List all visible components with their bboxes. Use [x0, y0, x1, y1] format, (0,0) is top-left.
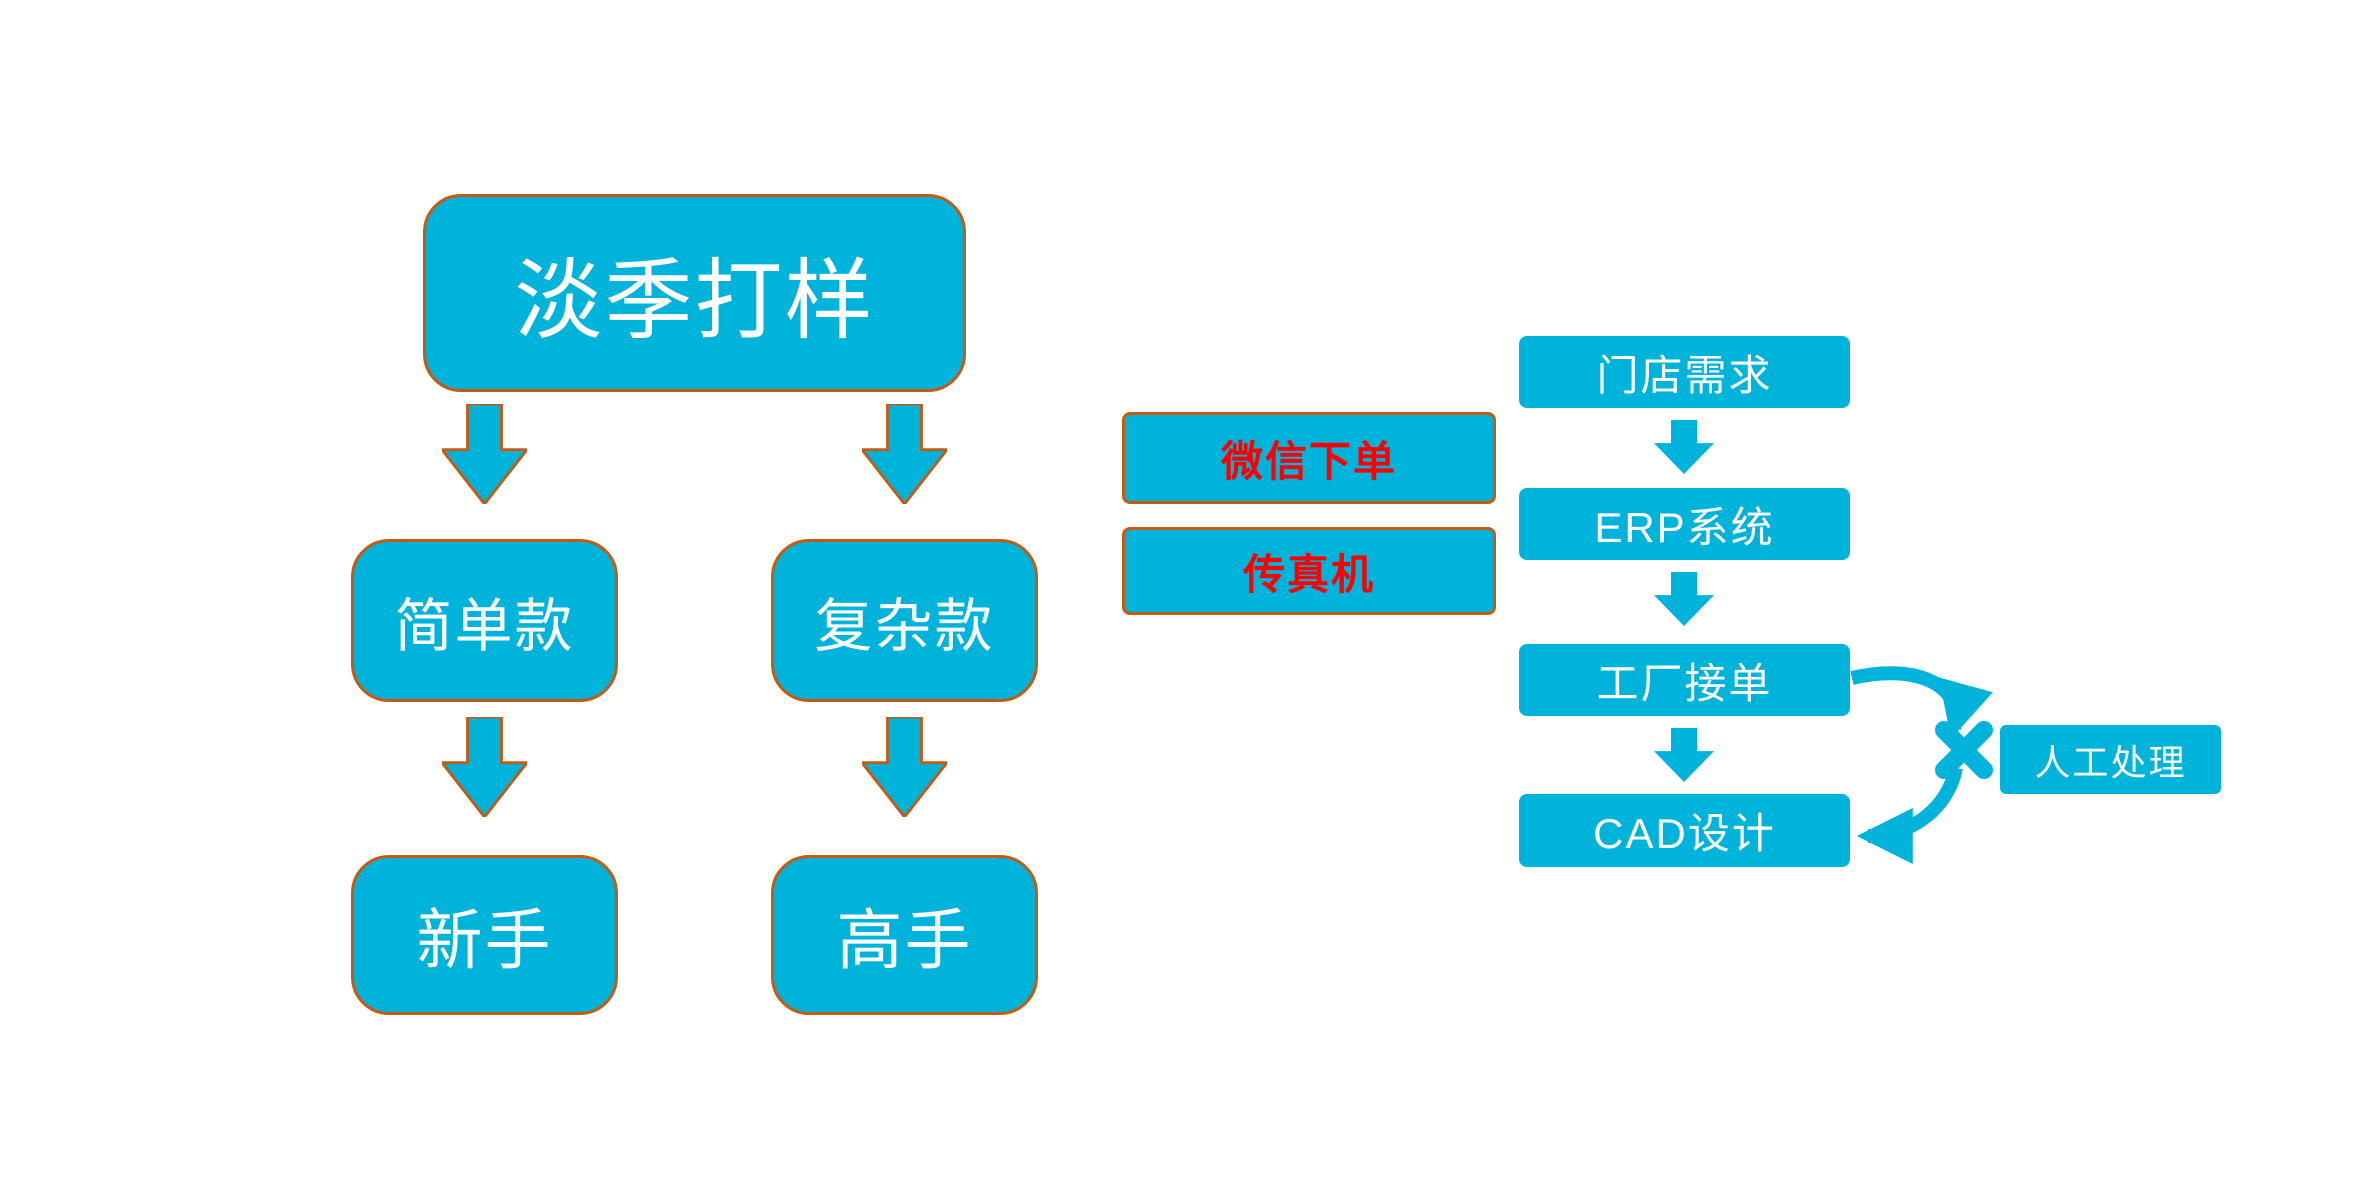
curved-arrow-junction-to-cad [1856, 766, 1963, 864]
node-offseason-sampling: 淡季打样 [423, 194, 966, 392]
down-arrow-root-to-simple [442, 404, 527, 504]
down-arrow-erp-to-factory [1654, 572, 1714, 626]
curved-arrow-factory-to-junction [1850, 666, 1993, 739]
node-expert: 高手 [771, 855, 1038, 1015]
manual-processing-connector [1850, 666, 1993, 864]
node-erp-system: ERP系统 [1519, 488, 1850, 560]
node-simple-style: 简单款 [351, 539, 618, 702]
down-arrow-simple-to-novice [442, 717, 527, 817]
node-factory-order: 工厂接单 [1519, 644, 1850, 716]
cross-junction-icon [1935, 721, 1993, 779]
down-arrow-store-to-erp [1654, 420, 1714, 474]
node-fax-machine: 传真机 [1122, 527, 1496, 615]
down-arrow-root-to-complex [862, 404, 947, 504]
down-arrow-complex-to-expert [862, 717, 947, 817]
node-complex-style: 复杂款 [771, 539, 1038, 702]
node-novice: 新手 [351, 855, 618, 1015]
node-cad-design: CAD设计 [1519, 794, 1850, 867]
node-manual-processing: 人工处理 [2000, 725, 2221, 794]
node-wechat-order: 微信下单 [1122, 412, 1496, 504]
down-arrow-factory-to-cad [1654, 728, 1714, 782]
node-store-demand: 门店需求 [1519, 336, 1850, 408]
